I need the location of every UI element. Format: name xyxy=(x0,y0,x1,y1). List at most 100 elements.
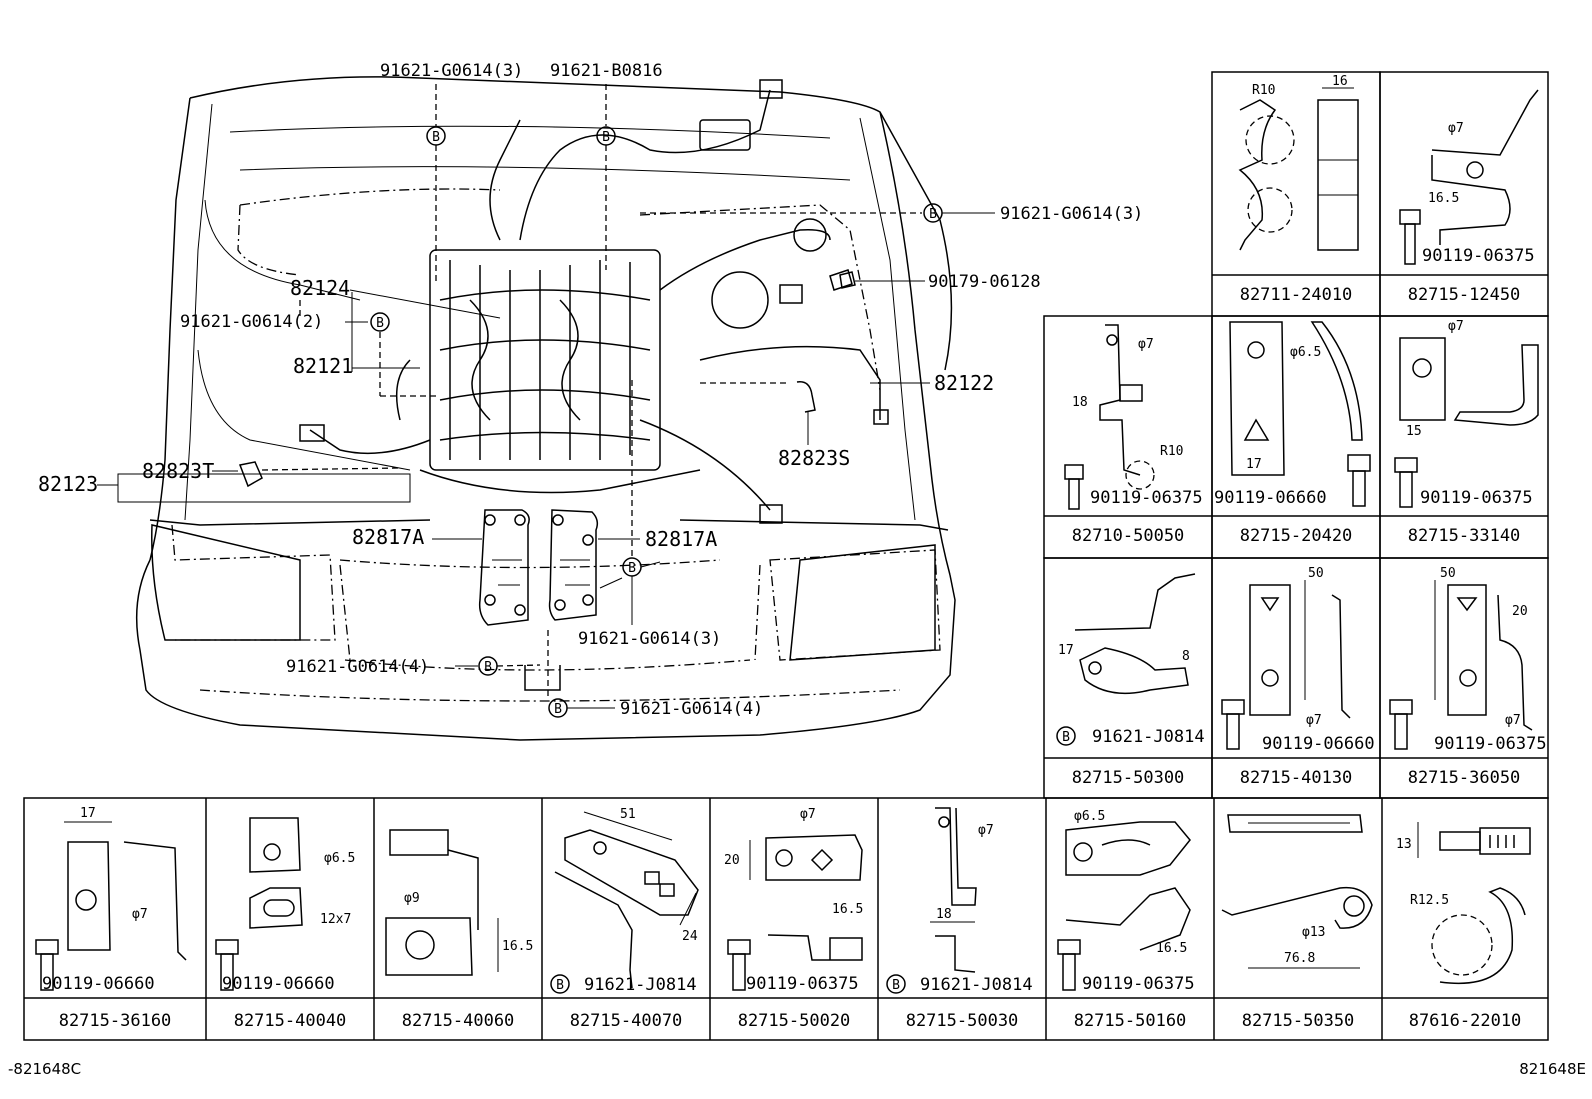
b-marker-letter: B xyxy=(1062,730,1070,745)
part-number: 82715-20420 xyxy=(1240,526,1353,546)
dim-label: φ7 xyxy=(800,807,816,822)
dim-label: 16 xyxy=(1332,74,1348,89)
part-number: 82715-36050 xyxy=(1408,768,1521,788)
dim-label: φ13 xyxy=(1302,925,1325,940)
dim-label: φ7 xyxy=(978,823,994,838)
b-marker-letter: B xyxy=(929,207,937,222)
dim-label: 17 xyxy=(1058,643,1074,658)
dim-label: 51 xyxy=(620,807,636,822)
b-marker xyxy=(370,312,390,332)
footer-right-ref: 821648E xyxy=(1519,1060,1586,1078)
callout-label: 91621-G0614(3) xyxy=(380,61,523,81)
bolt-number: 91621-J0814 xyxy=(920,975,1033,995)
dim-label: R10 xyxy=(1252,83,1275,98)
callout-label: 82123 xyxy=(38,472,98,496)
callout-label: 91621-G0614(2) xyxy=(180,312,323,332)
part-number: 82710-50050 xyxy=(1072,526,1185,546)
callout-label: 91621-G0614(3) xyxy=(578,629,721,649)
dim-label: 13 xyxy=(1396,837,1412,852)
dim-label: 20 xyxy=(1512,604,1528,619)
b-marker-letter: B xyxy=(556,978,564,993)
bolt-number: 91621-J0814 xyxy=(1092,727,1205,747)
callout-label: 82121 xyxy=(293,354,353,378)
dim-label: φ7 xyxy=(132,907,148,922)
part-number: 87616-22010 xyxy=(1409,1011,1522,1031)
dim-label: 15 xyxy=(1406,424,1422,439)
dim-label: φ7 xyxy=(1138,337,1154,352)
dim-label: 16.5 xyxy=(1156,941,1187,956)
engine-bay-illustration xyxy=(135,76,956,741)
part-number: 82715-40130 xyxy=(1240,768,1353,788)
callout-label: 82817A xyxy=(352,525,424,549)
b-marker-letter: B xyxy=(628,561,636,576)
bolt-number: 90119-06660 xyxy=(1214,488,1327,508)
bolt-number: 90119-06660 xyxy=(1262,734,1375,754)
dim-label: 24 xyxy=(682,929,698,944)
dim-label: φ6.5 xyxy=(1290,345,1321,360)
bolt-number: 90119-06660 xyxy=(42,974,155,994)
dim-label: 17 xyxy=(1246,457,1262,472)
dim-label: 18 xyxy=(1072,395,1088,410)
footer-left-ref: -821648C xyxy=(8,1060,81,1078)
part-number: 82715-50020 xyxy=(738,1011,851,1031)
b-marker xyxy=(1056,726,1076,746)
part-number: 82715-36160 xyxy=(59,1011,172,1031)
dim-label: 20 xyxy=(724,853,740,868)
bolt-number: 91621-J0814 xyxy=(584,975,697,995)
dim-label: 50 xyxy=(1308,566,1324,581)
callout-label: 91621-G0614(4) xyxy=(620,699,763,719)
part-number: 82715-50160 xyxy=(1074,1011,1187,1031)
callout-label: 82817A xyxy=(645,527,717,551)
callout-label: 91621-G0614(3) xyxy=(1000,204,1143,224)
bolt-number: 90119-06375 xyxy=(1422,246,1535,266)
bolt-number: 90119-06375 xyxy=(1420,488,1533,508)
part-number: 82715-50300 xyxy=(1072,768,1185,788)
b-marker-letter: B xyxy=(484,660,492,675)
bottom-panel-labels: 90119-06660 82715-36160 90119-06660 8271… xyxy=(42,974,1521,1031)
dim-label: R12.5 xyxy=(1410,893,1449,908)
b-marker xyxy=(886,974,906,994)
b-marker-letter: B xyxy=(376,316,384,331)
dim-label: φ6.5 xyxy=(1074,809,1105,824)
dim-label: φ9 xyxy=(404,891,420,906)
part-number: 82715-50350 xyxy=(1242,1011,1355,1031)
part-number: 82715-50030 xyxy=(906,1011,1019,1031)
dim-label: φ6.5 xyxy=(324,851,355,866)
right-panel-labels: 82711-24010 82715-12450 90119-06375 8271… xyxy=(1056,246,1547,788)
dim-label: φ7 xyxy=(1448,121,1464,136)
callout-label: 91621-G0614(4) xyxy=(286,657,429,677)
dim-label: 16.5 xyxy=(832,902,863,917)
dim-label: 76.8 xyxy=(1284,951,1315,966)
callout-label: 82823S xyxy=(778,446,850,470)
callout-label: 90179-06128 xyxy=(928,272,1041,292)
bolt-number: 90119-06375 xyxy=(1434,734,1547,754)
right-panel-sketches: R10 16 φ7 16.5 φ7 18 R10 φ6.5 17 φ xyxy=(1058,74,1539,750)
part-number: 82715-12450 xyxy=(1408,285,1521,305)
callouts: 91621-G0614(3) B 91621-B0816 B B 91621-G… xyxy=(38,61,1143,719)
dim-label: R10 xyxy=(1160,444,1183,459)
wire-harness xyxy=(238,79,889,524)
bottom-panel-sketches: 17 φ7 φ6.5 12x7 φ9 16.5 51 24 xyxy=(35,806,1531,991)
part-number: 82715-40040 xyxy=(234,1011,347,1031)
bottom-parts-grid xyxy=(23,797,1549,1041)
dim-label: 18 xyxy=(936,907,952,922)
b-marker-letter: B xyxy=(432,130,440,145)
dim-label: 50 xyxy=(1440,566,1456,581)
callout-label: 82124 xyxy=(290,276,350,300)
b-marker-letter: B xyxy=(602,130,610,145)
callout-label: 91621-B0816 xyxy=(550,61,663,81)
part-number: 82711-24010 xyxy=(1240,285,1353,305)
callout-label: 82122 xyxy=(934,371,994,395)
b-marker-letter: B xyxy=(892,978,900,993)
part-number: 82715-40060 xyxy=(402,1011,515,1031)
callout-label: 82823T xyxy=(142,459,214,483)
clamp-brackets xyxy=(478,509,599,626)
dim-label: φ7 xyxy=(1505,713,1521,728)
bolt-number: 90119-06375 xyxy=(746,974,859,994)
dim-label: 16.5 xyxy=(1428,191,1459,206)
bolt-number: 90119-06375 xyxy=(1090,488,1203,508)
dim-label: 16.5 xyxy=(502,939,533,954)
b-marker xyxy=(550,974,570,994)
part-number: 82715-40070 xyxy=(570,1011,683,1031)
